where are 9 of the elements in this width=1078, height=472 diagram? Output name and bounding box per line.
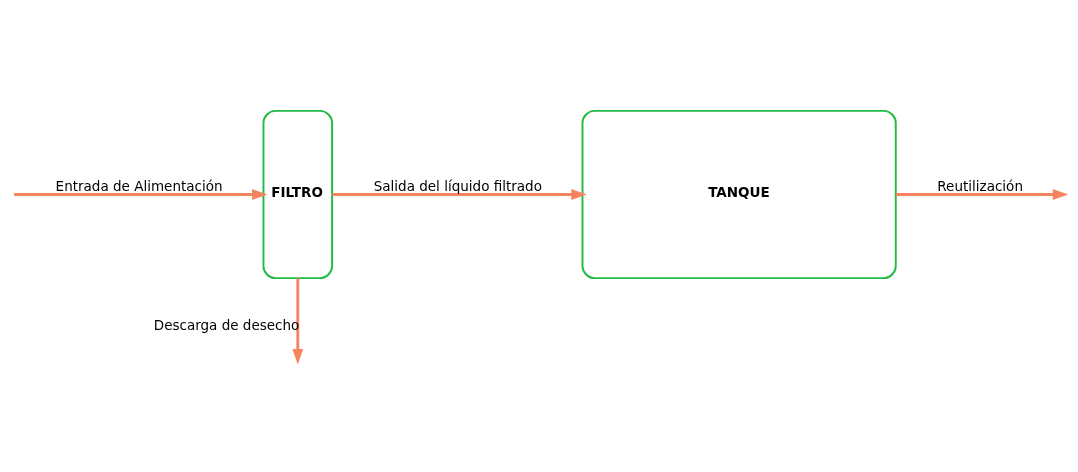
arrow [332, 189, 587, 200]
edge-label: Entrada de Alimentación [55, 177, 223, 194]
arrow [14, 189, 268, 200]
edge-label: Salida del líquido filtrado [373, 177, 542, 194]
node-box: TANQUE [581, 109, 897, 280]
edge-label: Reutilización [937, 177, 1023, 194]
node-box: FILTRO [262, 109, 334, 280]
arrow [895, 189, 1069, 200]
arrow [292, 278, 304, 365]
